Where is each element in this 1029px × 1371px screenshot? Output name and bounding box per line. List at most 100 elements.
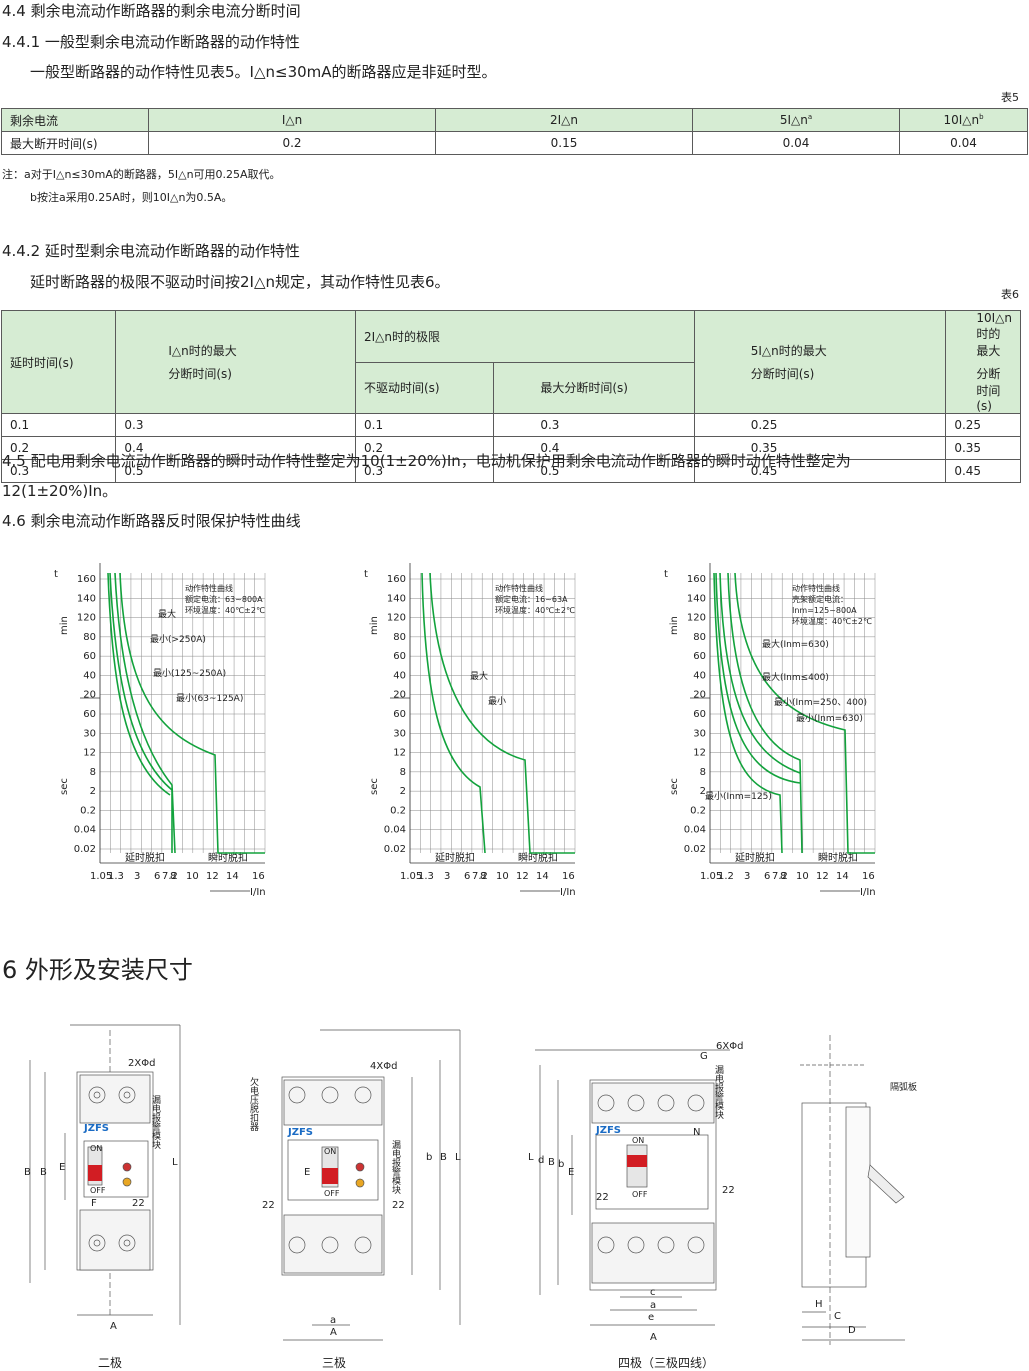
caption-two-pole: 二极 [98, 1356, 123, 1370]
table5-cell: 最大断开时间(s) [1, 131, 149, 155]
characteristic-curve [715, 572, 801, 784]
arc-plate-label: 隔弧板 [890, 1081, 917, 1093]
y-tick-label: 60 [83, 651, 96, 662]
d3-off: OFF [632, 1190, 648, 1199]
t-label: t [54, 569, 58, 580]
y-tick-label: 60 [693, 651, 706, 662]
table6-cell: 0.25 [945, 413, 1021, 437]
curve-annotation: 最大(Inm=630) [762, 638, 829, 650]
d3-leak-module: 漏电报警模块 [713, 1064, 724, 1120]
x-tick-label: 10 [496, 871, 509, 882]
d3-holes-label: 6XΦd [716, 1041, 743, 1052]
table6: 延时时间(s) I△n时的最大分断时间(s) 2I△n时的极限 5I△n时的最大… [0, 310, 1021, 483]
table6-header-row: 延时时间(s) I△n时的最大分断时间(s) 2I△n时的极限 5I△n时的最大… [0, 310, 1021, 414]
characteristic-curve [119, 572, 265, 854]
curve-annotation: 最小(125~250A) [153, 668, 226, 679]
side-C: C [834, 1311, 841, 1322]
x-tick-label: 6 [464, 871, 470, 882]
x-tick-label: 7.2 [472, 871, 488, 882]
d2-off: OFF [324, 1189, 340, 1198]
y-tick-label: 160 [387, 574, 406, 585]
table5-header-cell: 5I△na [692, 108, 900, 132]
table6-header-cell: 最大分断时间(s) [493, 361, 695, 414]
curve-annotation: 最大 [158, 608, 176, 620]
table6-header-text: 分断时间(s) [750, 367, 815, 381]
dimension-drawings: 2XΦd JZFS ON OFF F 22 B B E L A 漏电报警模块 4… [24, 1024, 917, 1345]
info-text: 环境温度：40℃±2℃ [792, 616, 872, 626]
info-text: 环境温度：40℃±2℃ [495, 605, 575, 615]
inst-label: 瞬时脱扣 [208, 851, 248, 864]
d1-off: OFF [90, 1186, 106, 1195]
drawing-three-pole [281, 1029, 461, 1341]
table5-header-sup: b [979, 113, 984, 121]
inst-label: 瞬时脱扣 [818, 851, 858, 864]
drawing-two-pole [29, 1024, 181, 1325]
y-tick-label: 0.2 [390, 805, 406, 816]
info-text: 动作特性曲线 [792, 583, 840, 593]
d3-E: E [568, 1167, 574, 1178]
y-tick-label: 0.04 [384, 825, 406, 836]
table6-header-text: 分断时间(s) [168, 367, 232, 381]
table6-cell: 0.35 [945, 436, 1021, 460]
d1-22: 22 [132, 1198, 145, 1209]
y-tick-label: 2 [90, 786, 96, 797]
sec-label: sec [669, 778, 680, 795]
y-tick-label: 60 [83, 709, 96, 720]
table5-cell: 0.04 [692, 131, 900, 155]
side-D: D [848, 1325, 856, 1336]
d3-B: B [548, 1157, 555, 1168]
characteristic-curve [429, 572, 575, 854]
d2-holes-label: 4XΦd [370, 1061, 397, 1072]
y-tick-label: 0.02 [684, 844, 706, 855]
d3-N: N [693, 1127, 700, 1138]
characteristic-curve [713, 572, 783, 854]
x-tick-label: 1.05 [700, 871, 722, 882]
x-tick-label: 16 [562, 871, 575, 882]
table5-cell: 0.04 [899, 131, 1028, 155]
info-text: 环境温度：40℃±2℃ [185, 605, 265, 615]
section-6-title: 6 外形及安装尺寸 [2, 956, 193, 984]
delay-label: 延时脱扣 [435, 851, 475, 864]
caption-three-pole: 三极 [322, 1356, 347, 1370]
table-row: 最大断开时间(s) 0.2 0.15 0.04 0.04 [1, 131, 1028, 155]
characteristic-curve [109, 572, 173, 853]
x-tick-label: 16 [252, 871, 265, 882]
x-tick-label: 1.3 [418, 871, 434, 882]
table6-cell: 0.5 [115, 459, 356, 483]
d1-B: B [24, 1167, 31, 1178]
table5-cell: 0.2 [148, 131, 436, 155]
table6-cell: 0.35 [693, 436, 947, 460]
d1-brand: JZFS [83, 1123, 109, 1134]
curve-annotation: 最小(Inm=125) [705, 791, 772, 802]
d2-on: ON [324, 1147, 336, 1156]
d3-L: L [528, 1152, 534, 1163]
table6-cell: 0.45 [693, 459, 947, 483]
x-tick-label: 1.3 [108, 871, 124, 882]
table6-header-cell: 5I△n时的最大分断时间(s) [693, 310, 947, 414]
x-tick-label: 12 [206, 871, 219, 882]
curve-annotation: 最小(>250A) [150, 634, 206, 645]
curve-annotation: 最小 [488, 696, 506, 707]
y-tick-label: 20 [393, 690, 406, 701]
d1-A: A [110, 1321, 117, 1332]
drawing-four-pole [535, 1049, 730, 1326]
table6-cell: 0.25 [693, 413, 947, 437]
y-tick-label: 120 [387, 613, 406, 624]
y-tick-label: 60 [393, 709, 406, 720]
y-tick-label: 80 [83, 632, 96, 643]
section-4-6-title: 4.6 剩余电流动作断路器反时限保护特性曲线 [2, 512, 301, 530]
x-tick-label: 3 [134, 871, 140, 882]
table5-header-row: 剩余电流 I△n 2I△n 5I△na 10I△nb [1, 108, 1028, 132]
y-tick-label: 0.02 [74, 844, 96, 855]
x-tick-label: 6 [764, 871, 770, 882]
section-4-4-title: 4.4 剩余电流动作断路器的剩余电流分断时间 [2, 2, 301, 20]
d3-e: e [648, 1312, 654, 1323]
x-tick-label: 10 [186, 871, 199, 882]
info-text: 壳架额定电流： [792, 594, 848, 604]
table6-label: 表6 [1001, 288, 1019, 301]
y-tick-label: 80 [693, 632, 706, 643]
y-tick-label: 160 [77, 574, 96, 585]
d3-d: d [538, 1155, 544, 1166]
x-tick-label: 3 [744, 871, 750, 882]
d2-brand: JZFS [287, 1127, 313, 1138]
